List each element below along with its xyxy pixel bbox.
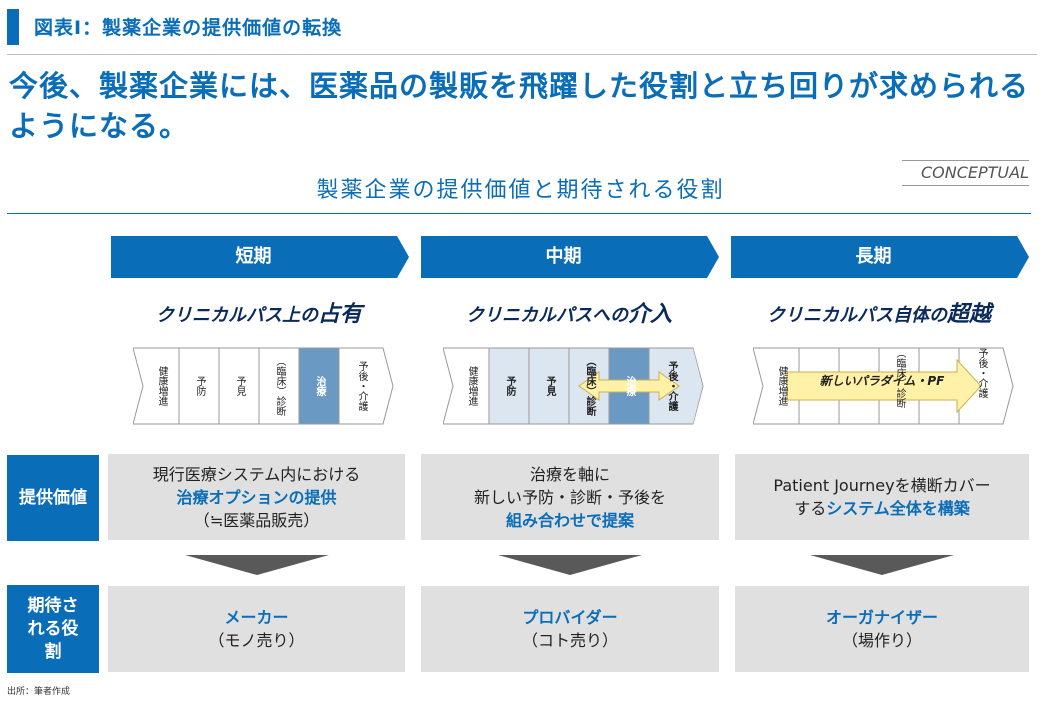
journey-strip-short: 健康増進 予防 予見 （臨床）診断 治療 予後・介護 — [133, 342, 395, 430]
role-emphasis: 占有 — [317, 302, 362, 327]
section-title: 製薬企業の提供価値と期待される役割 — [316, 178, 725, 203]
value-box-short: 現行医療システム内における 治療オプションの提供 （≒医薬品販売） — [108, 454, 405, 540]
down-arrow — [810, 555, 954, 575]
phase-role-short: クリニカルパス上の占有 — [109, 296, 409, 328]
role-text: クリニカルパス上の — [155, 305, 318, 326]
phase-label: 短期 — [235, 246, 272, 267]
journey-cell: 予後・介護 — [649, 348, 693, 424]
row-label-role: 期待される役割 — [7, 585, 99, 673]
phase-mid-term: 中期 — [421, 236, 719, 278]
journey-strip-long: 健康増進 （臨床）診断 予後・介護 新しいパラダイム・PF — [753, 342, 1015, 430]
header-divider — [7, 54, 1037, 55]
headline: 今後、製薬企業には、医薬品の製販を飛躍した役割と立ち回りが求められるようになる。 — [9, 69, 1030, 143]
journey-cell: 予見 — [219, 348, 259, 424]
cell-label: （臨床）診断 — [894, 348, 905, 408]
cell-label: 予見 — [544, 376, 555, 396]
cell-label: 健康増進 — [156, 366, 167, 406]
journey-strip-shape — [753, 347, 1014, 425]
value-line-emphasis: 治療オプションの提供 — [176, 487, 337, 507]
journey-cell: 健康増進 — [143, 348, 179, 424]
role-name: オーガナイザー — [825, 608, 938, 627]
cell-label: （臨床）診断 — [274, 356, 285, 416]
value-line: Patient Journeyを横断カバー — [773, 476, 991, 495]
source-footnote: 出所：筆者作成 — [7, 687, 71, 697]
phase-short-term: 短期 — [111, 236, 409, 278]
role-emphasis: 介入 — [627, 302, 672, 327]
journey-cell: 予後・介護 — [959, 348, 1003, 424]
cell-label: （臨床）診断 — [584, 356, 595, 416]
journey-cell: （臨床）診断 — [259, 348, 299, 424]
role-sub: （場作り） — [841, 631, 922, 650]
figure-title: 図表Ⅰ：製薬企業の提供価値の転換 — [34, 17, 343, 39]
cell-label: 治療 — [314, 376, 325, 396]
value-text-emphasis: システム全体を構築 — [826, 499, 970, 518]
journey-cell: 予防 — [179, 348, 219, 424]
phase-arrow-shape — [731, 236, 1029, 278]
journey-cell-highlight: 治療 — [299, 348, 339, 424]
role-emphasis: 超越 — [946, 302, 991, 327]
cell-label: 予後・介護 — [356, 361, 367, 411]
down-arrow — [185, 555, 329, 575]
role-name: プロバイダー — [522, 608, 618, 627]
cell-label: 健康増進 — [466, 366, 477, 406]
role-sub: （コト売り） — [521, 631, 618, 650]
section-divider — [7, 213, 1031, 214]
phase-role-mid: クリニカルパスへの介入 — [419, 296, 719, 328]
value-box-mid: 治療を軸に 新しい予防・診断・予後を 組み合わせで提案 — [421, 454, 719, 540]
cell-label: 予防 — [504, 376, 515, 396]
role-text: クリニカルパスへの — [465, 305, 628, 326]
role-box-mid: プロバイダー （コト売り） — [421, 586, 719, 672]
journey-strip-shape — [133, 347, 394, 425]
journey-cell: 予防 — [489, 348, 529, 424]
value-line: 治療を軸に — [529, 464, 610, 484]
cell-label: 予見 — [234, 376, 245, 396]
phase-role-long: クリニカルパス自体の超越 — [729, 296, 1029, 328]
header-accent-bar — [7, 9, 19, 45]
phase-label: 長期 — [855, 246, 892, 267]
journey-cell: 予見 — [529, 348, 569, 424]
value-line: するシステム全体を構築 — [794, 497, 970, 520]
row-label-value: 提供価値 — [7, 455, 99, 541]
value-line-emphasis: 組み合わせで提案 — [505, 510, 634, 530]
phase-long-term: 長期 — [731, 236, 1029, 278]
journey-cell: （臨床）診断 — [569, 348, 609, 424]
value-line: （≒医薬品販売） — [193, 510, 320, 530]
journey-strip-shape — [443, 347, 704, 425]
role-text: クリニカルパス自体の — [766, 305, 947, 326]
row-label-text: 期待される役割 — [27, 595, 79, 662]
role-name: メーカー — [224, 608, 289, 627]
down-arrow — [498, 555, 642, 575]
journey-strip-mid: 健康増進 予防 予見 （臨床）診断 治療 予後・介護 — [443, 342, 705, 430]
value-line: 現行医療システム内における — [152, 464, 361, 484]
phase-arrow-shape — [421, 236, 719, 278]
phase-label: 中期 — [545, 246, 582, 267]
cell-label: 予防 — [194, 376, 205, 396]
journey-cell: 健康増進 — [763, 348, 799, 424]
journey-cell: 予後・介護 — [339, 348, 383, 424]
phase-arrow-shape — [111, 236, 409, 278]
cell-label: 予後・介護 — [666, 361, 677, 411]
cell-label: 予後・介護 — [976, 348, 987, 398]
role-box-short: メーカー （モノ売り） — [108, 586, 405, 672]
role-sub: （モノ売り） — [208, 631, 305, 650]
journey-cell-highlight: 治療 — [609, 348, 649, 424]
value-text: する — [794, 499, 827, 518]
cell-label: 治療 — [624, 376, 635, 396]
role-box-long: オーガナイザー （場作り） — [735, 586, 1029, 672]
new-paradigm-label: 新しいパラダイム・PF — [819, 374, 945, 388]
cell-label: 健康増進 — [776, 366, 787, 406]
journey-cell: （臨床）診断 — [879, 348, 919, 424]
value-box-long: Patient Journeyを横断カバー するシステム全体を構築 — [735, 454, 1029, 540]
journey-cell: 健康増進 — [453, 348, 489, 424]
conceptual-badge: CONCEPTUAL — [902, 160, 1029, 186]
value-line: 新しい予防・診断・予後を — [473, 487, 666, 507]
